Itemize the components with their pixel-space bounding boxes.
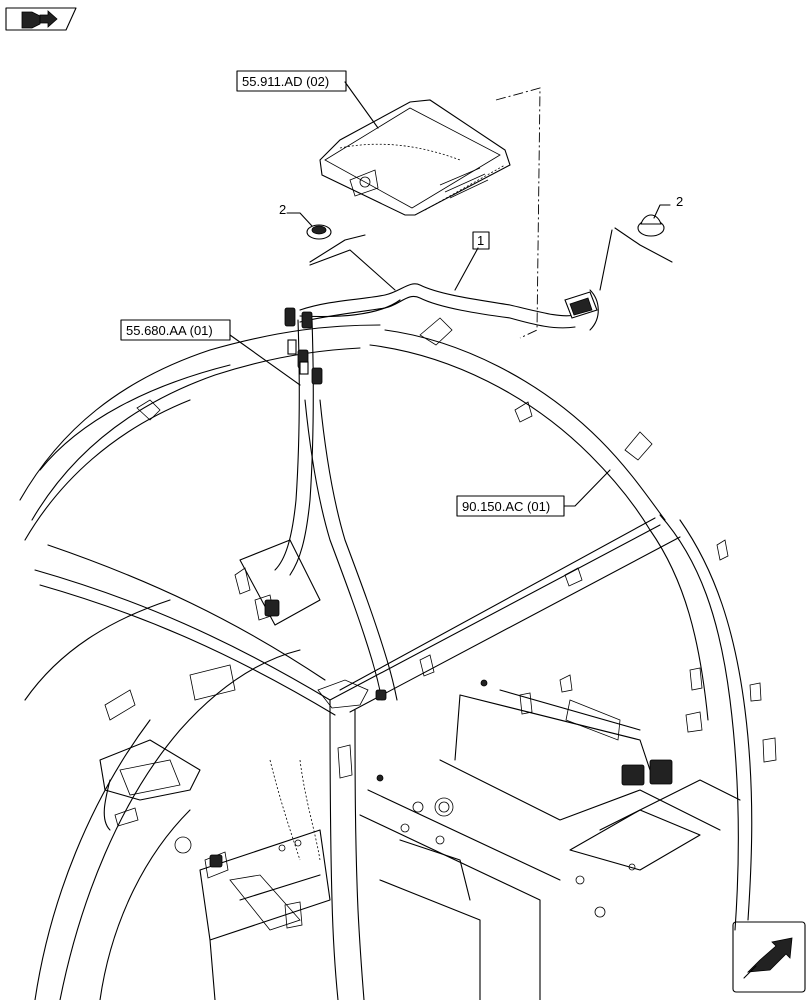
callout-90150-ac[interactable]: 90.150.AC (01) [456, 495, 565, 517]
grommet-right [637, 214, 665, 237]
callout-55680-aa[interactable]: 55.680.AA (01) [120, 319, 231, 341]
callout-item-1-text: 1 [477, 233, 484, 248]
wiring-harness[interactable] [209, 283, 673, 868]
callout-leaders [229, 81, 673, 507]
callout-item-2-left-text: 2 [279, 202, 286, 217]
roof-dome-unit [319, 99, 511, 216]
callout-item-2-left[interactable]: 2 [279, 202, 286, 217]
callout-55911-ad-text: 55.911.AD (02) [242, 74, 329, 89]
cab-structure [19, 317, 777, 1000]
callout-90150-ac-text: 90.150.AC (01) [462, 499, 550, 514]
callout-55911-ad[interactable]: 55.911.AD (02) [236, 70, 347, 92]
callout-item-2-right[interactable]: 2 [676, 194, 683, 209]
callout-55680-aa-text: 55.680.AA (01) [126, 323, 213, 338]
callout-item-1[interactable]: 1 [472, 231, 490, 250]
alignment-line [495, 87, 541, 339]
callout-item-2-right-text: 2 [676, 194, 683, 209]
next-page-arrow-icon[interactable] [732, 921, 806, 993]
book-forward-arrow-icon[interactable] [5, 7, 77, 31]
grommet-left [306, 224, 332, 240]
